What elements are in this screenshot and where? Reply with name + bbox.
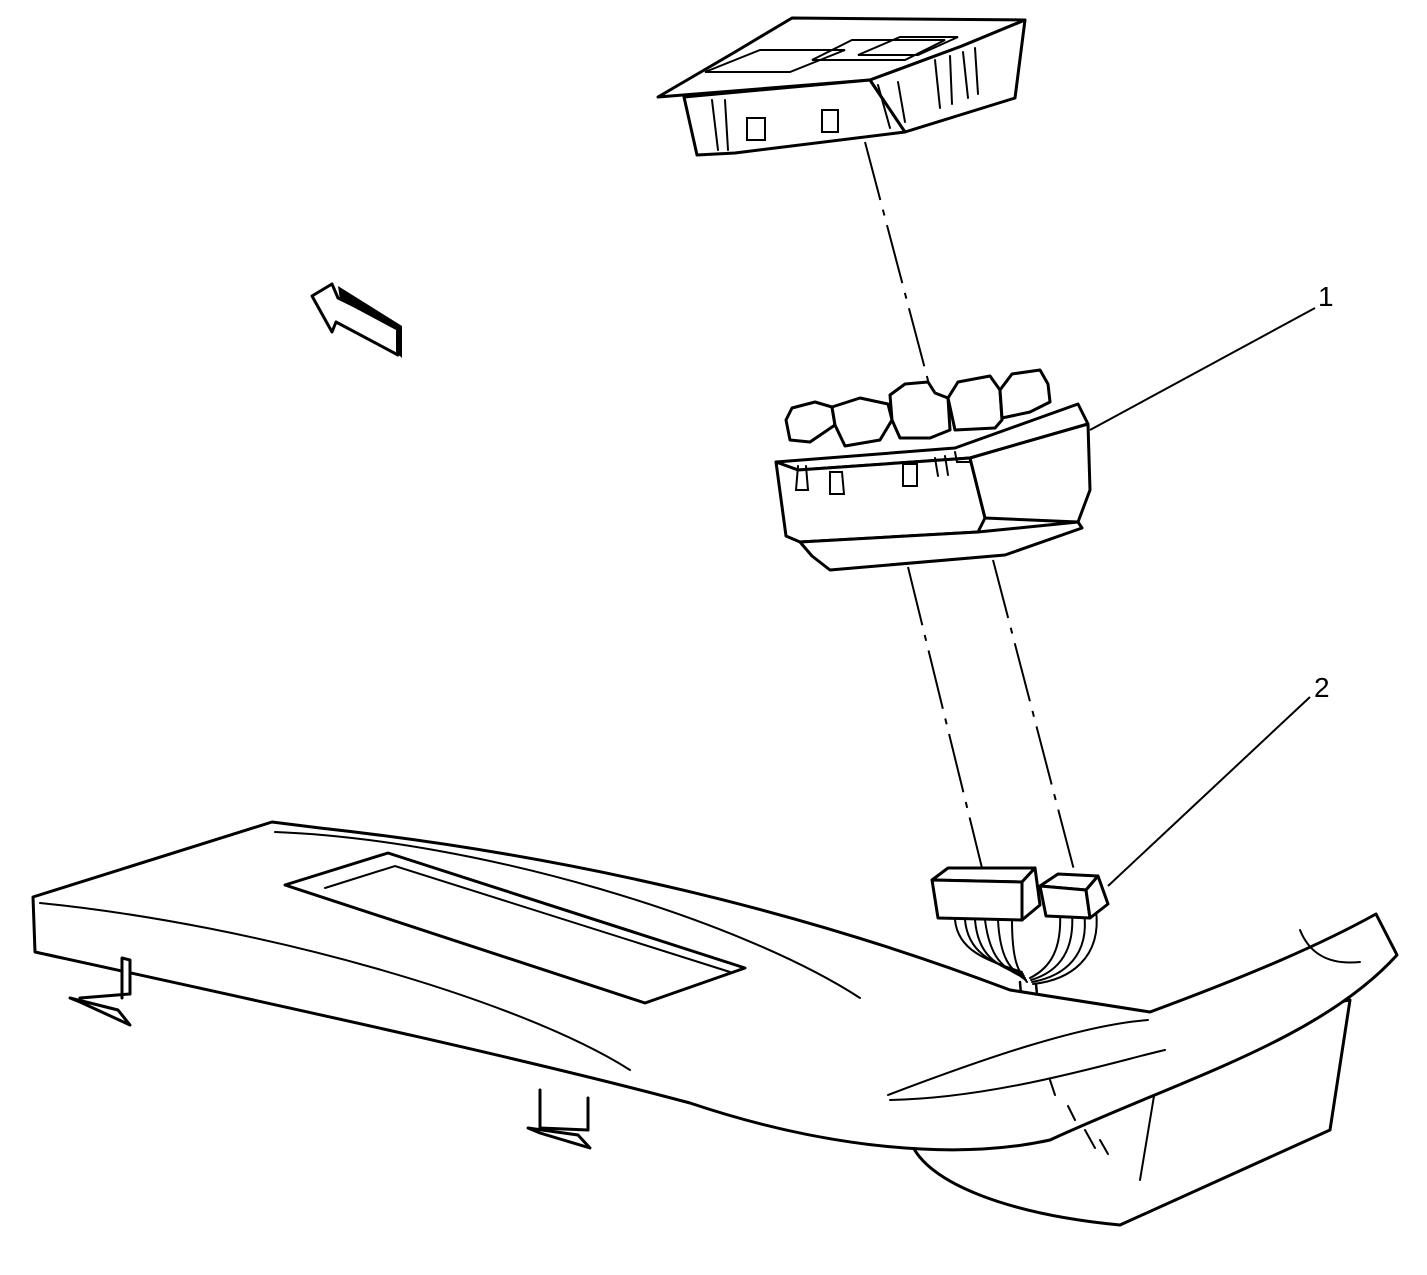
callout-2: 2 <box>1107 672 1330 887</box>
callout-label-2: 2 <box>1314 672 1330 703</box>
switch-assembly <box>774 368 1092 572</box>
switch-bezel <box>656 16 1027 157</box>
assembly-center-lines <box>864 141 1075 871</box>
callout-label-1: 1 <box>1318 281 1334 312</box>
electrical-connector <box>930 866 1110 1068</box>
direction-arrow-icon <box>310 282 402 358</box>
callout-1: 1 <box>1089 281 1334 431</box>
console-trim-plate <box>31 820 1399 1227</box>
